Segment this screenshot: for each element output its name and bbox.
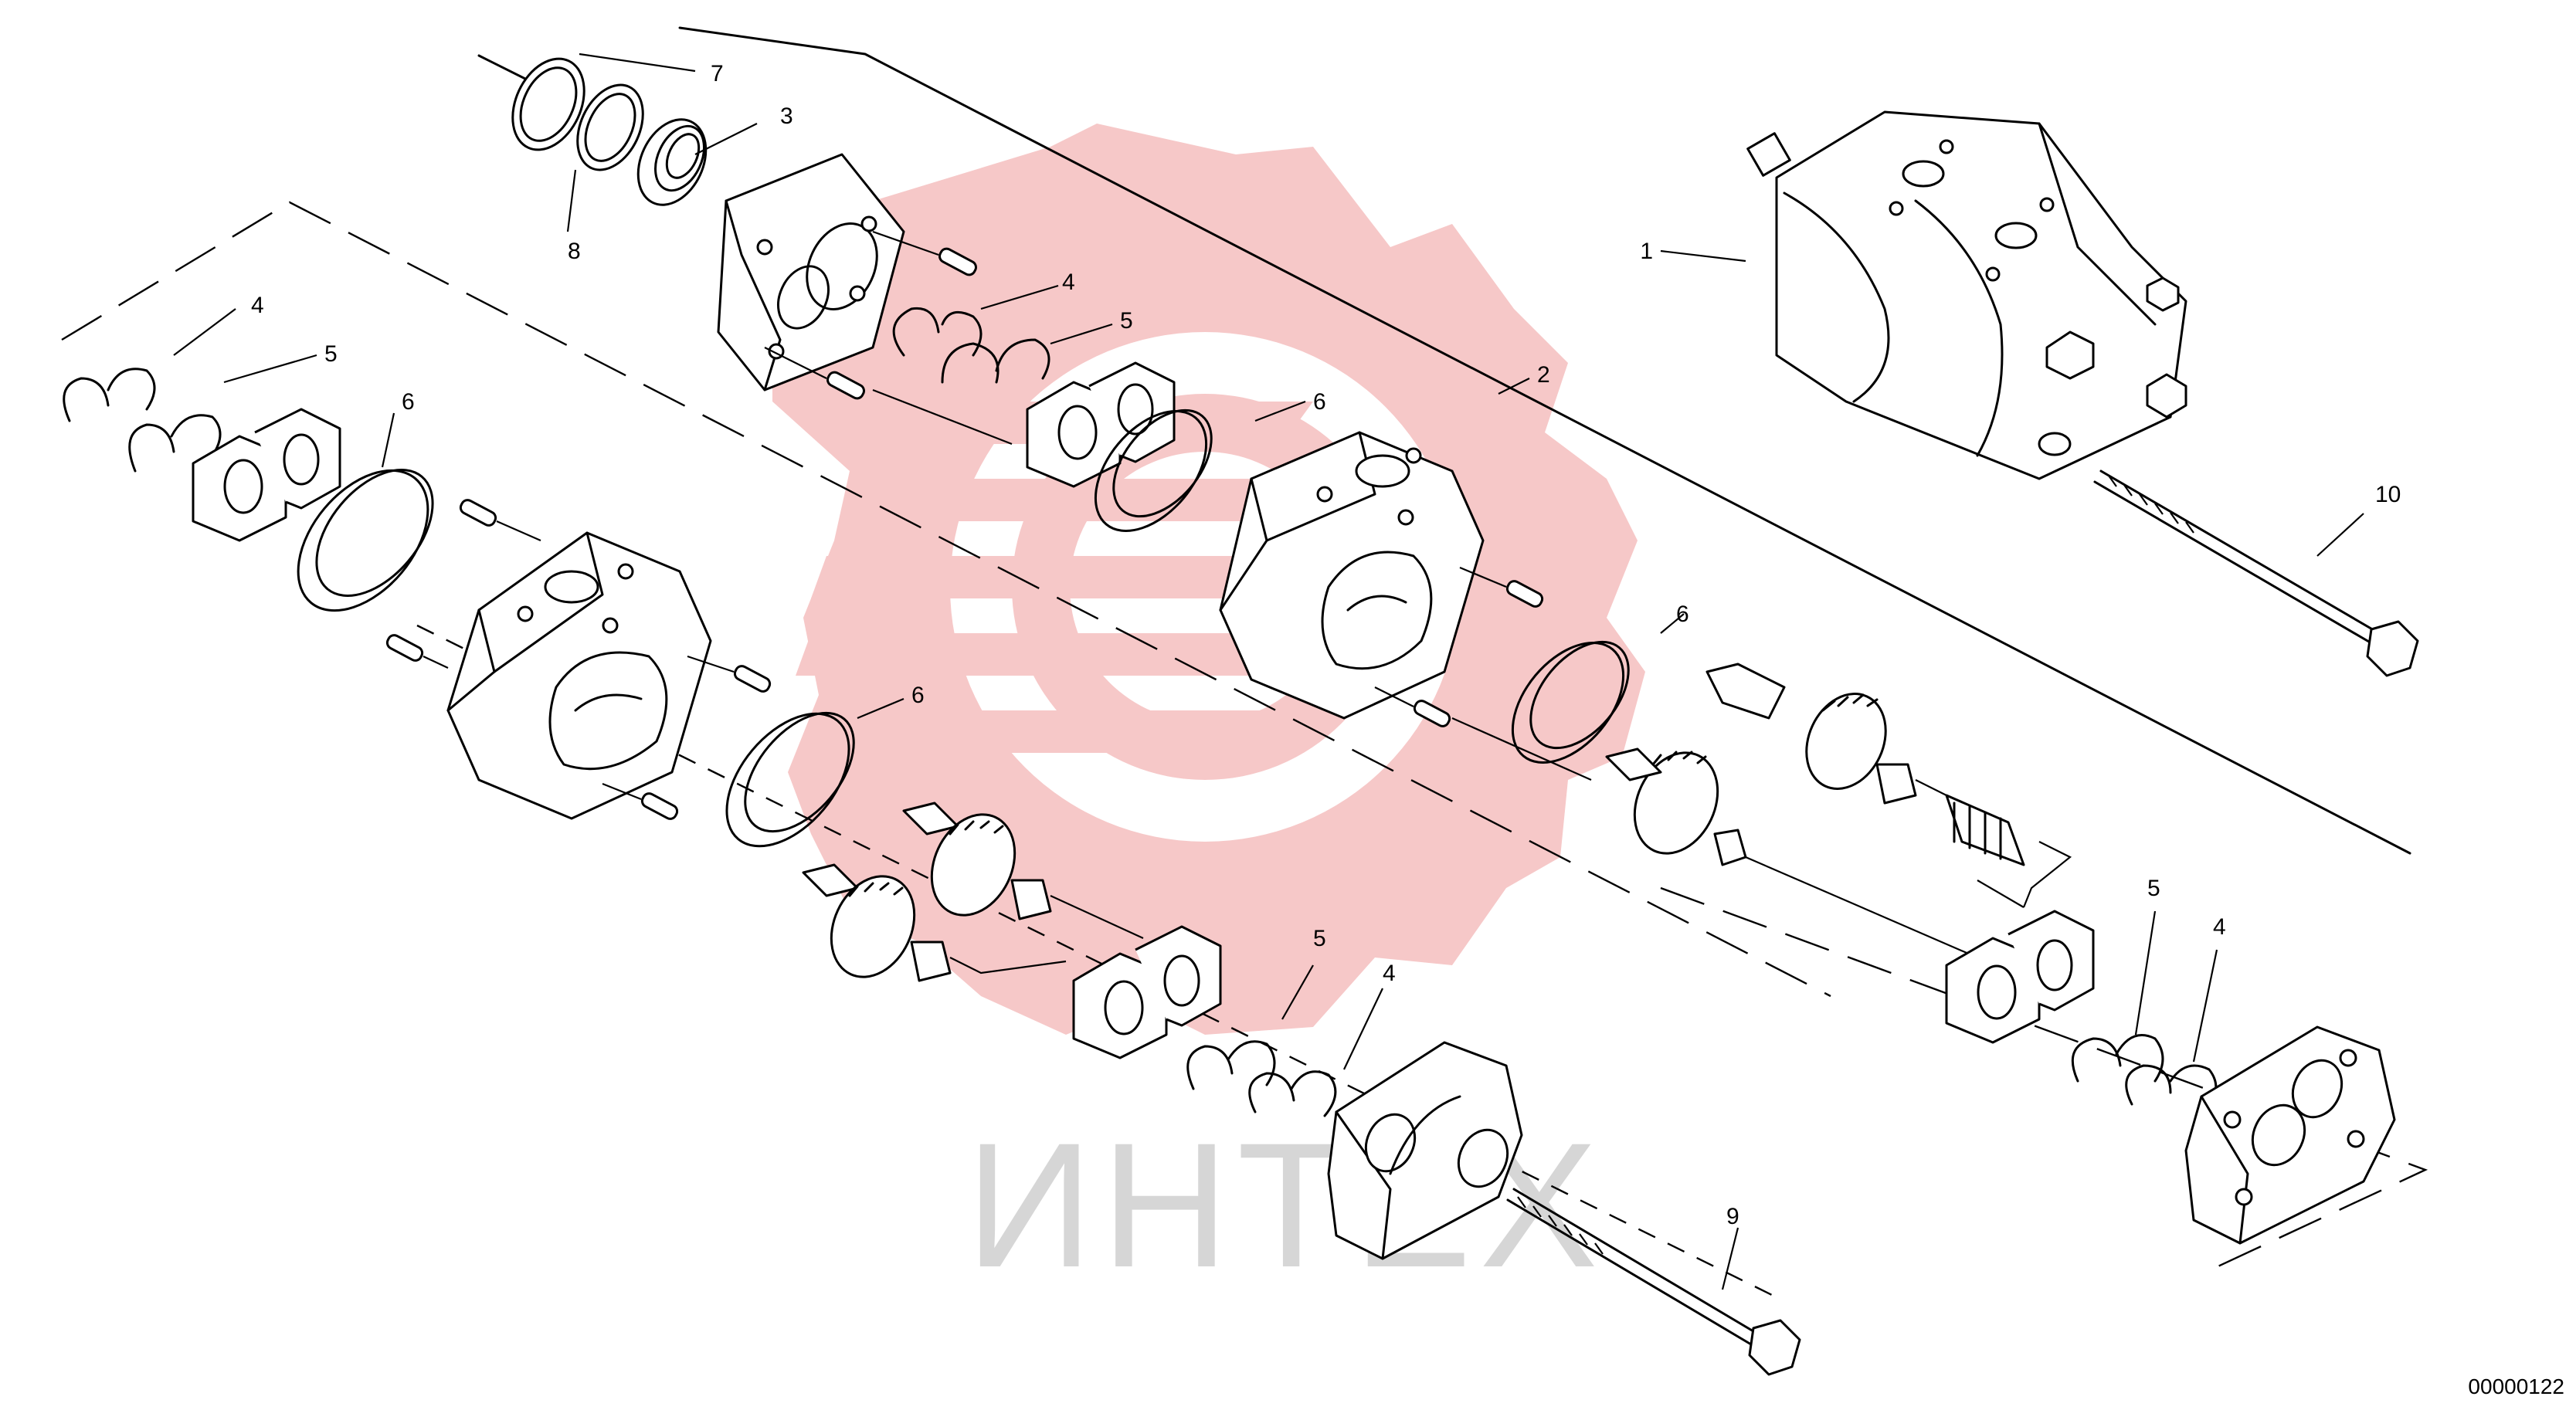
callout-6-top: 6 bbox=[1313, 389, 1326, 415]
callout-8: 8 bbox=[568, 239, 581, 264]
bearing-block-top bbox=[1026, 361, 1176, 488]
dowel-pins-middle bbox=[1374, 566, 1592, 781]
front-cover bbox=[717, 153, 905, 391]
o-ring-6-top bbox=[1094, 408, 1213, 532]
leader-lines bbox=[173, 53, 2364, 1290]
document-number: 00000122 bbox=[2468, 1374, 2564, 1398]
seal-ring-5-right bbox=[2071, 1034, 2164, 1083]
middle-gear-housing bbox=[1219, 431, 1485, 720]
long-bolt-10 bbox=[2093, 469, 2419, 677]
rear-cover-lower bbox=[1327, 1041, 1523, 1260]
bearing-block-lower bbox=[1072, 925, 1222, 1059]
o-ring-6-left bbox=[297, 469, 434, 612]
rear-cover-right bbox=[2184, 1025, 2396, 1245]
left-gear-housing bbox=[446, 531, 712, 820]
drive-gear-lower bbox=[902, 802, 1052, 920]
dowel-pins-left-housing bbox=[602, 655, 772, 820]
seal-ring-5-left bbox=[128, 414, 222, 473]
backup-ring-4-left bbox=[63, 368, 156, 422]
snap-ring-8 bbox=[576, 83, 644, 171]
callout-5-right: 5 bbox=[2147, 876, 2160, 901]
drive-gear-shaft-middle bbox=[1705, 663, 1917, 805]
shaft-seal-3 bbox=[636, 118, 708, 206]
bearing-block-left bbox=[192, 408, 341, 542]
circlip-ring-7 bbox=[511, 57, 585, 151]
o-ring-6-lower bbox=[725, 711, 855, 848]
callout-4-left: 4 bbox=[251, 293, 264, 318]
callout-1: 1 bbox=[1640, 239, 1653, 264]
backup-ring-4-top bbox=[892, 307, 983, 357]
callout-6-left: 6 bbox=[402, 389, 415, 415]
driven-gear-lower bbox=[802, 863, 952, 982]
callout-4-lower: 4 bbox=[1383, 961, 1396, 986]
callout-4-right: 4 bbox=[2213, 914, 2226, 940]
callout-5-left: 5 bbox=[324, 341, 338, 367]
seal-ring-5-top bbox=[941, 338, 1050, 384]
coupling-sleeve bbox=[1945, 794, 2025, 866]
callout-4-top: 4 bbox=[1062, 269, 1075, 295]
callout-6-middle: 6 bbox=[1676, 602, 1689, 627]
callout-7: 7 bbox=[711, 61, 724, 86]
bolt-9 bbox=[1506, 1188, 1801, 1376]
callout-3: 3 bbox=[780, 103, 793, 129]
seal-ring-5-lower bbox=[1186, 1040, 1276, 1090]
dowel-pins-left bbox=[385, 499, 541, 669]
callout-10: 10 bbox=[2375, 482, 2401, 507]
assembled-pump bbox=[1746, 110, 2187, 480]
callout-labels: 1 2 3 4 4 4 4 5 5 5 5 6 6 6 6 7 8 9 10 bbox=[251, 61, 2401, 1229]
callout-6-lower: 6 bbox=[911, 683, 925, 708]
callout-9: 9 bbox=[1726, 1204, 1739, 1229]
driven-gear-middle bbox=[1605, 747, 1747, 866]
backup-ring-4-lower bbox=[1248, 1070, 1337, 1117]
o-ring-6-middle bbox=[1511, 640, 1630, 764]
callout-2: 2 bbox=[1537, 362, 1550, 388]
bearing-block-right bbox=[1945, 910, 2095, 1044]
dowel-pins-top bbox=[764, 230, 1013, 446]
callout-5-top: 5 bbox=[1120, 308, 1133, 334]
callout-5-lower: 5 bbox=[1313, 926, 1326, 951]
